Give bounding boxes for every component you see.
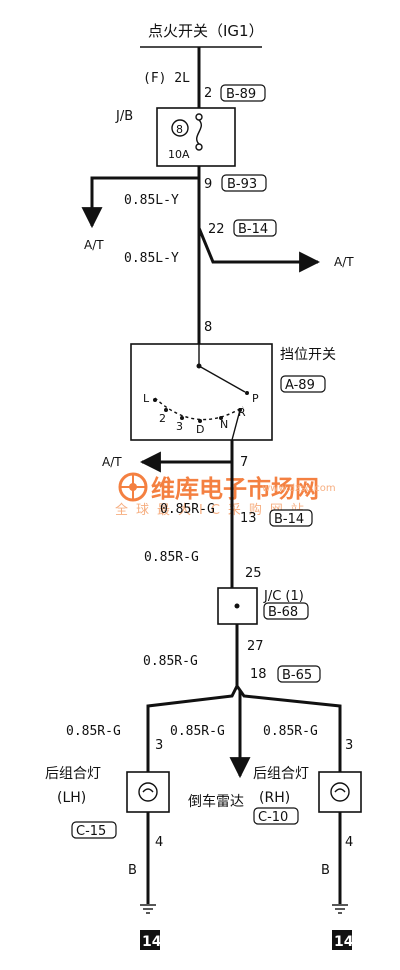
lh-bulb-icon: [138, 782, 158, 802]
svg-text:14: 14: [142, 934, 162, 950]
lh-pin-bottom: 4: [155, 835, 163, 850]
rh-lamp-box: [318, 771, 362, 813]
wire-label-4: 0.85R-G: [144, 550, 199, 565]
svg-text:P: P: [252, 392, 259, 405]
lh-ground-icon: [140, 904, 156, 914]
fuse-number-badge: [171, 119, 189, 137]
pin-22: 22: [208, 222, 225, 237]
wire-label-right: 0.85R-G: [263, 724, 318, 739]
fuse-icon: [195, 113, 203, 151]
svg-text:C-15: C-15: [76, 824, 106, 839]
conn-c10-tag: C-10: [253, 807, 299, 825]
splice-label: J/C (1): [263, 589, 304, 604]
wire-label-3: 0.85R-G: [160, 502, 215, 517]
radar-name: 倒车雷达: [188, 793, 244, 810]
pin-13: 13: [240, 511, 257, 526]
svg-text:B-93: B-93: [227, 177, 257, 192]
conn-b65-tag: B-65: [277, 665, 321, 683]
watermark-title: 维库电子市场网: [151, 475, 319, 503]
conn-b68-tag: B-68: [263, 602, 309, 620]
svg-text:N: N: [220, 418, 228, 431]
fuse-pin-out: 9: [204, 177, 212, 192]
fuse-rating: 10A: [168, 148, 190, 161]
rh-lamp-name: 后组合灯: [253, 766, 309, 782]
svg-text:2: 2: [159, 412, 166, 425]
fuse-pin-in: 2: [204, 86, 212, 101]
wire-label-left: 0.85R-G: [66, 724, 121, 739]
lh-lamp-side: (LH): [57, 790, 86, 806]
junction-block-label: J/B: [115, 109, 133, 124]
wire-label-2: 0.85L-Y: [124, 251, 179, 266]
rh-ground-icon: [332, 904, 348, 914]
conn-a89-tag: A-89: [280, 375, 326, 393]
gear-switch-label: 挡位开关: [280, 347, 336, 363]
watermark-url: www.dzsc.com: [262, 483, 336, 494]
svg-text:B-14: B-14: [238, 222, 268, 237]
watermark-slogan: 全球最大IC采购网站: [115, 502, 312, 518]
pin-18: 18: [250, 667, 267, 682]
wire-label-1: 0.85L-Y: [124, 193, 179, 208]
svg-text:L: L: [143, 392, 150, 405]
wire-label-5: 0.85R-G: [143, 654, 198, 669]
svg-text:C-10: C-10: [258, 810, 288, 825]
fuse-number: 8: [176, 123, 183, 136]
conn-c15-tag: C-15: [71, 821, 117, 839]
branch-at-2: [197, 227, 321, 273]
svg-text:B-65: B-65: [282, 668, 312, 683]
svg-text:R: R: [238, 406, 246, 419]
wire-label-mid: 0.85R-G: [170, 724, 225, 739]
rh-ground-wire: B: [321, 863, 330, 878]
rh-bulb-icon: [330, 782, 350, 802]
lh-lamp-box: [126, 771, 170, 813]
gear-pin-in: 8: [204, 320, 212, 335]
rh-lamp-side: (RH): [259, 790, 290, 806]
svg-text:B-14: B-14: [274, 512, 304, 527]
conn-b89-tag: B-89: [220, 84, 266, 102]
source-title: 点火开关（IG1）: [148, 22, 264, 40]
pin-25: 25: [245, 566, 262, 581]
branch-at-1-label: A/T: [84, 238, 104, 252]
branch-at-3: [139, 451, 234, 473]
rh-pin-top: 3: [345, 738, 353, 753]
branch-at-2-label: A/T: [334, 255, 354, 269]
watermark: 维库电子市场网 www.dzsc.com 全球最大IC采购网站: [115, 472, 336, 518]
ground-tag-left: 14: [140, 930, 162, 950]
svg-text:A-89: A-89: [285, 378, 315, 393]
branch-at-1: [81, 176, 199, 229]
pin-27: 27: [247, 639, 264, 654]
gear-pin-out: 7: [240, 455, 248, 470]
conn-b93-tag: B-93: [221, 174, 267, 192]
svg-text:14: 14: [334, 934, 354, 950]
watermark-logo-icon: [118, 472, 148, 502]
lh-ground-wire: B: [128, 863, 137, 878]
fuse-wire-code: (F) 2L: [143, 71, 190, 86]
lh-pin-top: 3: [155, 738, 163, 753]
svg-text:3: 3: [176, 420, 183, 433]
conn-b14-tag-a: B-14: [233, 219, 277, 237]
lh-lamp-name: 后组合灯: [45, 766, 101, 782]
rh-pin-bottom: 4: [345, 835, 353, 850]
svg-text:D: D: [196, 423, 204, 436]
svg-text:B-68: B-68: [268, 605, 298, 620]
conn-b14-tag-b: B-14: [269, 509, 313, 527]
svg-text:B-89: B-89: [226, 87, 256, 102]
ground-tag-right: 14: [332, 930, 354, 950]
gear-switch-contacts: L 2 3 D N R P: [143, 344, 259, 441]
branch-at-3-label: A/T: [102, 455, 122, 469]
